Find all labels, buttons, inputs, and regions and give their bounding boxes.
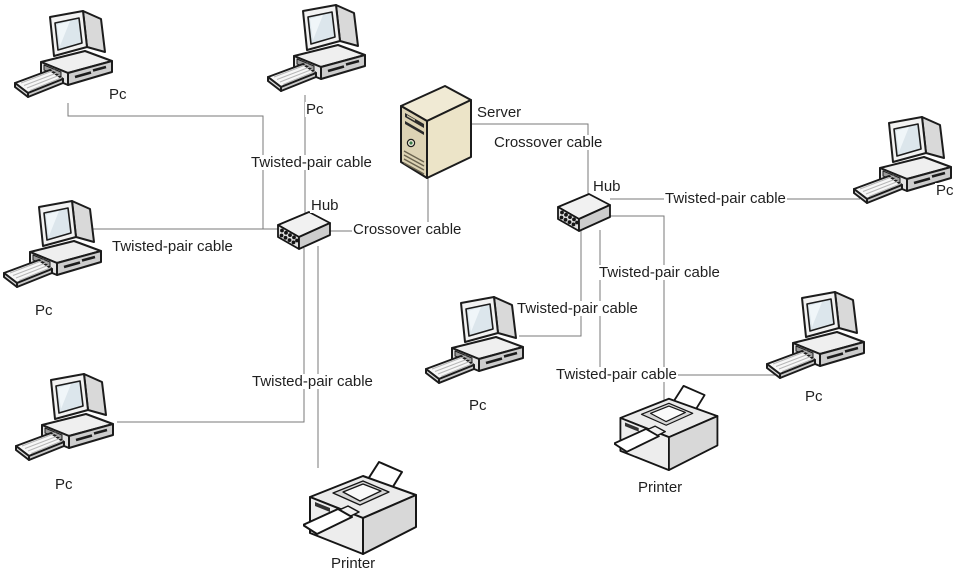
cable-pc-top-left-to-hub-left xyxy=(67,103,264,229)
cable-label: Twisted-pair cable xyxy=(250,154,373,171)
cable-label: Twisted-pair cable xyxy=(516,300,639,317)
pc-icon xyxy=(424,295,525,385)
cable-hub-right-to-pc-mid-bottom xyxy=(519,230,582,337)
printer-label: Printer xyxy=(330,555,377,572)
node-hub-right xyxy=(556,192,612,234)
pc-label: Pc xyxy=(468,397,488,414)
node-hub-left xyxy=(276,210,332,252)
node-pc-bottom-left xyxy=(14,369,119,469)
cable-label: Twisted-pair cable xyxy=(598,264,721,281)
server-label: Server xyxy=(476,104,523,121)
pc-icon xyxy=(765,290,866,380)
cable-label: Twisted-pair cable xyxy=(555,366,678,383)
node-pc-bottom-right xyxy=(765,287,870,387)
node-pc-left-mid xyxy=(2,196,107,296)
node-pc-top-mid xyxy=(266,0,371,100)
pc-label: Pc xyxy=(34,302,54,319)
hub-icon xyxy=(557,193,611,232)
server-icon xyxy=(400,85,472,179)
hub-icon xyxy=(277,211,331,250)
node-printer-right xyxy=(613,381,722,475)
pc-label: Pc xyxy=(804,388,824,405)
printer-label: Printer xyxy=(637,479,684,496)
pc-icon xyxy=(13,9,114,99)
node-printer-left xyxy=(302,457,421,559)
cable-label: Twisted-pair cable xyxy=(664,190,787,207)
pc-label: Pc xyxy=(54,476,74,493)
pc-icon xyxy=(14,372,115,462)
pc-icon xyxy=(2,199,103,289)
pc-label: Pc xyxy=(108,86,128,103)
pc-label: Pc xyxy=(305,101,325,118)
cable-label: Crossover cable xyxy=(493,134,604,151)
cable-label: Twisted-pair cable xyxy=(251,373,374,390)
cable-label: Crossover cable xyxy=(352,221,463,238)
cable-label: Twisted-pair cable xyxy=(111,238,234,255)
cable-hub-right-to-printer-right xyxy=(610,215,665,403)
cable-server-to-hub-right xyxy=(469,123,589,198)
pc-icon xyxy=(266,3,367,93)
node-pc-top-left xyxy=(13,6,118,106)
printer-icon xyxy=(613,384,719,472)
cable-hub-left-to-pc-bottom-left xyxy=(117,248,305,423)
hub-label: Hub xyxy=(592,178,622,195)
pc-label: Pc xyxy=(935,182,955,199)
hub-label: Hub xyxy=(310,197,340,214)
node-server xyxy=(395,82,475,179)
node-pc-mid-bottom xyxy=(424,292,529,392)
printer-icon xyxy=(302,461,417,555)
